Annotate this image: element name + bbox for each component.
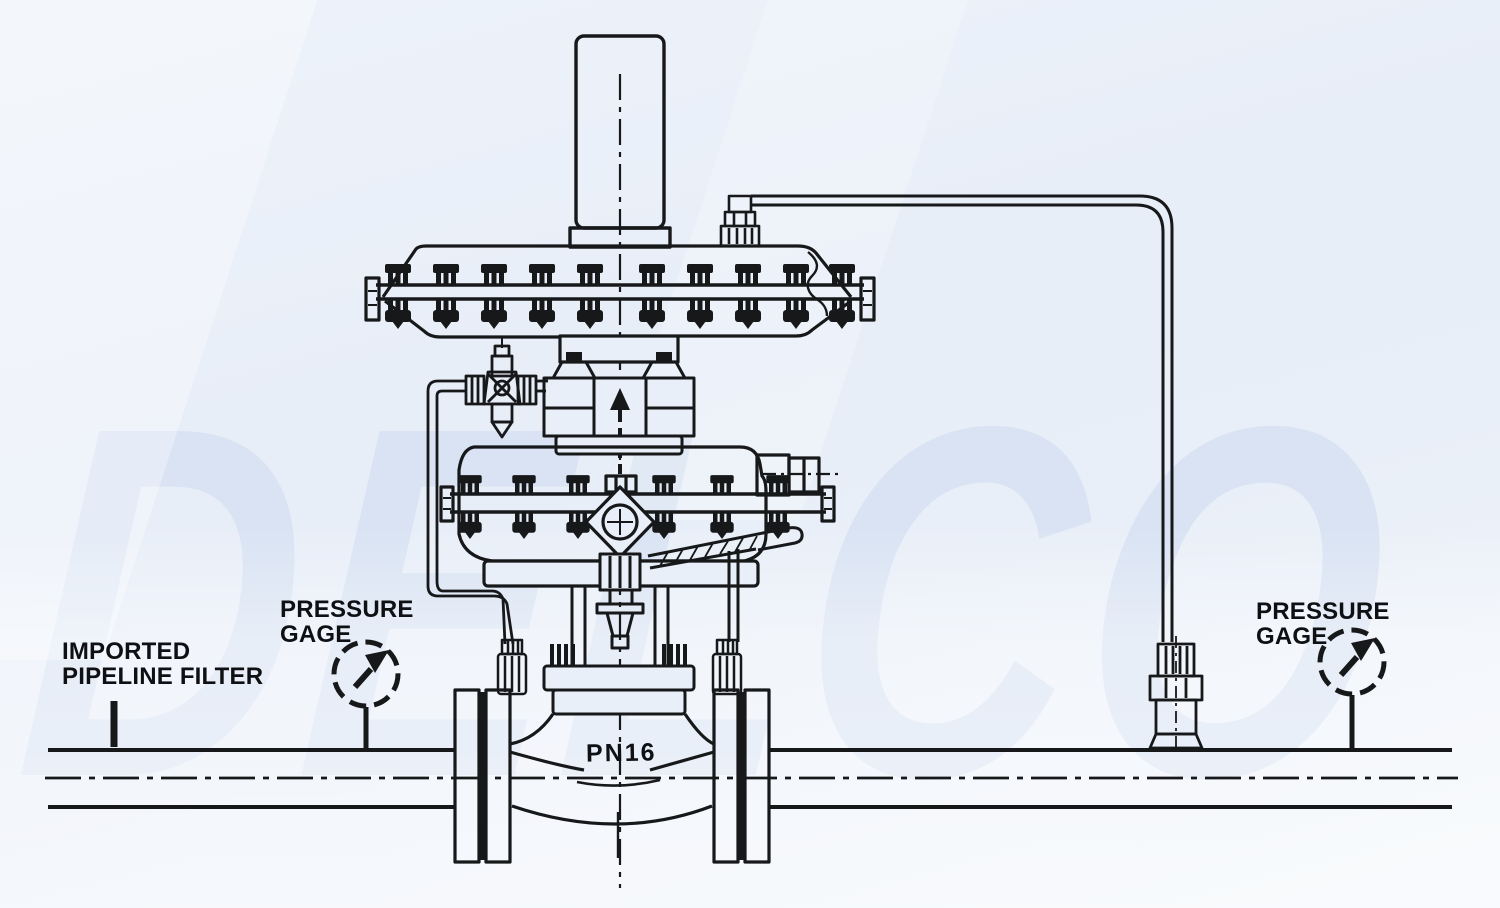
stem-connector-block xyxy=(542,360,696,474)
outlet-tap-fitting xyxy=(711,638,743,696)
pipeline xyxy=(48,748,1452,809)
inlet-sensing-tube xyxy=(426,379,515,645)
label-line: PRESSURE xyxy=(280,596,414,623)
pipeline-tap-fitting xyxy=(1148,642,1204,750)
label-line: IMPORTED xyxy=(62,638,191,665)
label-line: GAGE xyxy=(280,621,352,649)
label-pressure-gage-left: PRESSURE GAGE xyxy=(280,597,414,648)
label-line: PIPELINE FILTER xyxy=(62,663,264,691)
globe-valve-body xyxy=(509,713,715,858)
control-line xyxy=(751,194,1174,642)
label-pressure-gage-right: PRESSURE GAGE xyxy=(1256,599,1390,650)
valve-bonnet xyxy=(542,552,696,716)
actuator-diaphragm xyxy=(364,244,876,364)
outlet-sensing-tube xyxy=(647,526,804,642)
pressure-gauge-right xyxy=(1320,630,1384,750)
inlet-tap-fitting xyxy=(496,638,528,696)
pilot-valve xyxy=(464,338,548,439)
valve-flanges xyxy=(453,688,771,864)
label-line: PRESSURE xyxy=(1256,598,1390,625)
label-line: GAGE xyxy=(1256,623,1328,651)
pressure-gauge-left xyxy=(334,642,398,750)
label-pipeline-filter: IMPORTED PIPELINE FILTER xyxy=(62,639,263,690)
actuator-signal-fitting xyxy=(719,194,761,248)
pressure-gauge-icon xyxy=(334,642,398,706)
label-valve-rating: PN16 xyxy=(585,738,657,768)
